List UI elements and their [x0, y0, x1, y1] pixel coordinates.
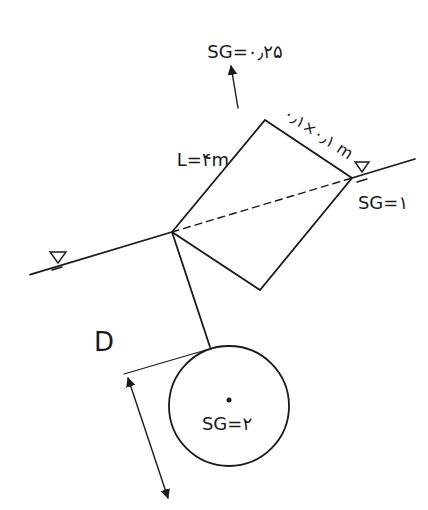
- water-level-symbol: [355, 162, 369, 172]
- water-level-symbol: [357, 179, 367, 182]
- dimension-line: [128, 378, 168, 498]
- sphere-circle: [169, 346, 289, 466]
- waterline-dashed: [172, 178, 352, 232]
- water-surface: [352, 159, 415, 178]
- specific-gravity-label: SG=۲: [202, 414, 252, 434]
- center-dot: [227, 398, 232, 403]
- specific-gravity-label: SG=۰٫۲۵: [207, 42, 282, 62]
- diameter-label: D: [94, 328, 114, 357]
- leader-arrow: [231, 66, 238, 108]
- water-level-symbol: [52, 267, 62, 270]
- cord: [172, 232, 210, 347]
- water-level-symbol: [50, 252, 66, 263]
- sphere-node: SG=۲: [167, 344, 291, 468]
- water-surface: [30, 232, 172, 275]
- extension-line: [124, 350, 206, 374]
- sphere-outline: [167, 344, 291, 468]
- specific-gravity-label: SG=۱: [358, 193, 408, 213]
- length-label: L=۴m: [177, 150, 229, 170]
